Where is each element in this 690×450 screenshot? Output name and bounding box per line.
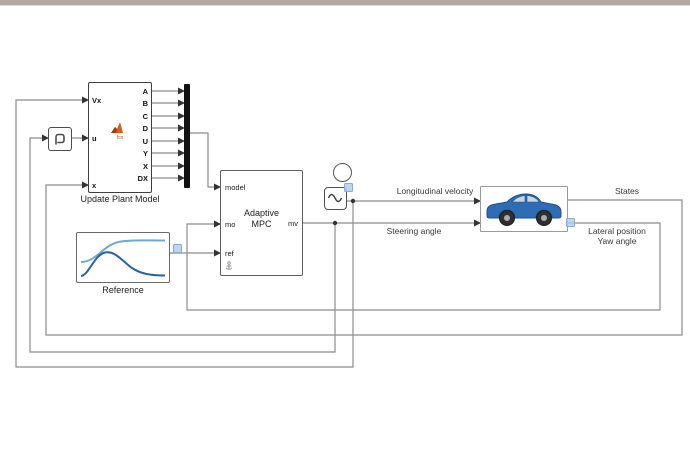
window-top-edge [0,0,690,5]
update-plant-model-block[interactable]: Vx u x A B C D U Y X DX fcn [88,82,152,193]
lateral-position-label: Lateral position [588,226,646,236]
port-label-D: D [142,124,148,133]
vehicle-block[interactable] [480,186,568,232]
sine-wave-icon [327,193,343,203]
anchor-icon [225,261,233,270]
port-label-Y: Y [142,149,148,158]
steering-angle-label: Steering angle [386,226,442,236]
reference-label: Reference [102,285,144,295]
longitudinal-velocity-label: Longitudinal velocity [396,186,474,196]
reference-curves-icon [80,239,166,277]
memory-block[interactable] [48,127,72,151]
reference-logging-badge[interactable] [173,244,182,253]
adaptive-mpc-label-line1: Adaptive [243,208,280,218]
mux-block[interactable] [184,84,190,188]
port-label-X: X [142,162,148,171]
wire-lateral-feedback[interactable] [186,220,661,311]
wire-junction-dot [332,220,338,226]
circle-annotation[interactable] [333,163,352,182]
lateral-position-yaw-angle-label: Lateral position Yaw angle [572,226,662,246]
sine-logging-badge[interactable] [344,183,353,192]
adaptive-mpc-block[interactable]: model mo ref mv Adaptive MPC [220,170,303,276]
car-icon [486,193,562,226]
wire-junction-dot [350,198,356,204]
port-label-ref: ref [225,249,234,258]
adaptive-mpc-label: Adaptive MPC [221,208,302,230]
adaptive-mpc-label-line2: MPC [251,219,272,229]
port-label-B: B [142,99,148,108]
wire-mux-to-model[interactable] [190,132,221,191]
update-plant-model-label: Update Plant Model [80,194,160,204]
port-label-mv: mv [288,219,298,228]
port-label-model: model [225,183,246,192]
wire-vx-feedback[interactable] [15,96,354,368]
window-top-edge-highlight [0,5,690,6]
port-label-DX: DX [137,174,148,183]
port-label-u: u [92,134,97,143]
port-label-C: C [142,112,148,121]
sine-wave-block[interactable] [324,187,347,210]
reference-block[interactable] [76,232,170,283]
yaw-angle-label: Yaw angle [597,236,637,246]
port-label-vx: Vx [92,96,102,105]
wire-states-feedback[interactable] [45,181,683,336]
matlab-fcn-caption: fcn [116,135,124,141]
port-label-A: A [142,87,148,96]
port-label-mo: mo [225,220,236,229]
states-label: States [614,186,640,196]
memory-icon [55,133,65,145]
vehicle-logging-badge[interactable] [566,218,575,227]
wire-u-feedback[interactable] [29,134,336,353]
port-label-x: x [92,181,97,190]
port-label-U: U [142,137,148,146]
matlab-function-icon [111,122,123,133]
